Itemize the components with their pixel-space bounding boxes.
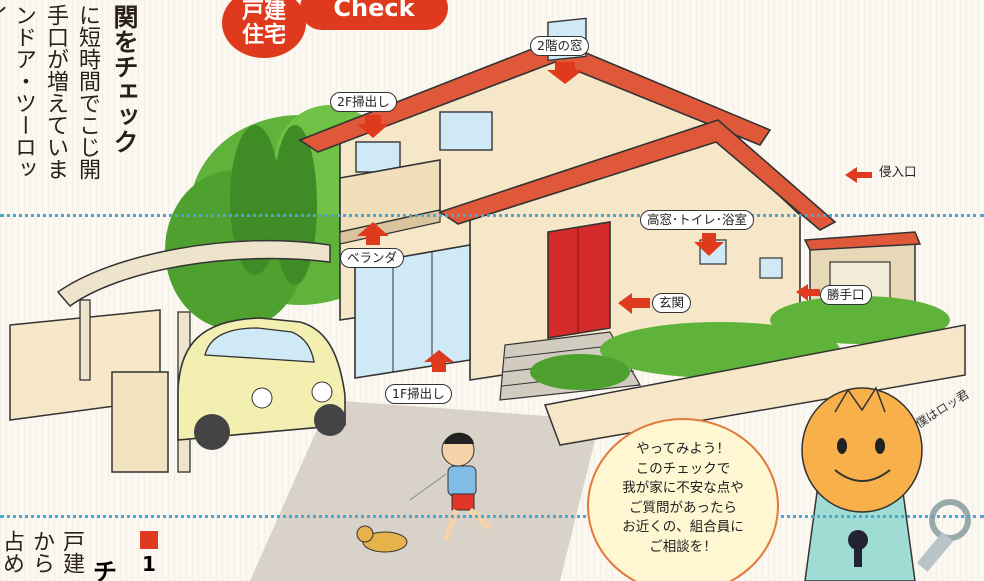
section-number: 1 bbox=[142, 552, 156, 576]
speech-bubble: やってみよう！ このチェックで 我が家に不安な点や ご質問があったら お近くの、… bbox=[587, 418, 779, 581]
driveway bbox=[250, 400, 600, 581]
label-back-door: 勝手口 bbox=[820, 285, 872, 305]
bottom-text-col-b: から bbox=[29, 530, 54, 574]
dotted-divider-top bbox=[0, 214, 984, 217]
bubble-line3: 我が家に不安な点や bbox=[622, 480, 744, 497]
badge-line2: 住宅 bbox=[241, 23, 286, 49]
label-sweep-1f: 1F掃出し bbox=[385, 384, 452, 404]
boy-and-dog bbox=[356, 432, 493, 553]
dotted-divider-bottom bbox=[0, 515, 984, 518]
badge-line1: 戸建 bbox=[241, 0, 286, 24]
arrow-high-window bbox=[694, 233, 724, 256]
label-window-2f: 2階の窓 bbox=[530, 36, 590, 56]
arrow-sweep-2f bbox=[357, 115, 389, 138]
label-sweep-2f: 2F掃出し bbox=[330, 92, 397, 112]
bottom-text-col-a: 戸建 bbox=[59, 530, 84, 574]
heading-vertical: 関をチェック bbox=[110, 4, 139, 154]
section-title-mark: チ bbox=[93, 558, 117, 581]
arrow-entry bbox=[845, 167, 872, 183]
arrow-veranda bbox=[357, 222, 389, 245]
red-square-marker bbox=[140, 531, 158, 549]
bottom-text-col-c: 占め bbox=[0, 530, 24, 574]
bubble-line4: ご質問があったら bbox=[629, 499, 737, 516]
body-text-col2: に短時間でこじ開 bbox=[75, 4, 100, 180]
check-badge: Check bbox=[300, 0, 448, 30]
label-veranda: ベランダ bbox=[340, 248, 405, 268]
bubble-line6: ご相談を！ bbox=[649, 538, 717, 555]
arrow-window-2f bbox=[547, 62, 583, 84]
front-wall bbox=[543, 324, 966, 446]
mascot-illustration bbox=[801, 386, 971, 581]
arrow-back-door bbox=[796, 284, 820, 301]
label-front-door: 玄関 bbox=[652, 293, 692, 313]
gate-post bbox=[111, 371, 169, 473]
arrow-sweep-1f bbox=[424, 350, 454, 372]
label-entry: 侵入口 bbox=[879, 164, 917, 179]
bubble-line5: お近くの、組合員に bbox=[622, 519, 744, 536]
detached-house-badge: 戸建 住宅 bbox=[222, 0, 306, 58]
car bbox=[177, 317, 346, 450]
arrow-front-door bbox=[618, 293, 650, 314]
label-high-window: 高窓･トイレ･浴室 bbox=[640, 210, 755, 230]
body-text-col5: イ bbox=[0, 4, 8, 26]
body-text-col3: 手口が増えていま bbox=[43, 4, 68, 180]
red-arrows bbox=[357, 62, 872, 372]
bubble-line2: このチェックで bbox=[635, 460, 731, 477]
body-text-col4: ンドア・ツーロッ bbox=[11, 4, 36, 180]
bubble-line1: やってみよう！ bbox=[636, 441, 730, 457]
